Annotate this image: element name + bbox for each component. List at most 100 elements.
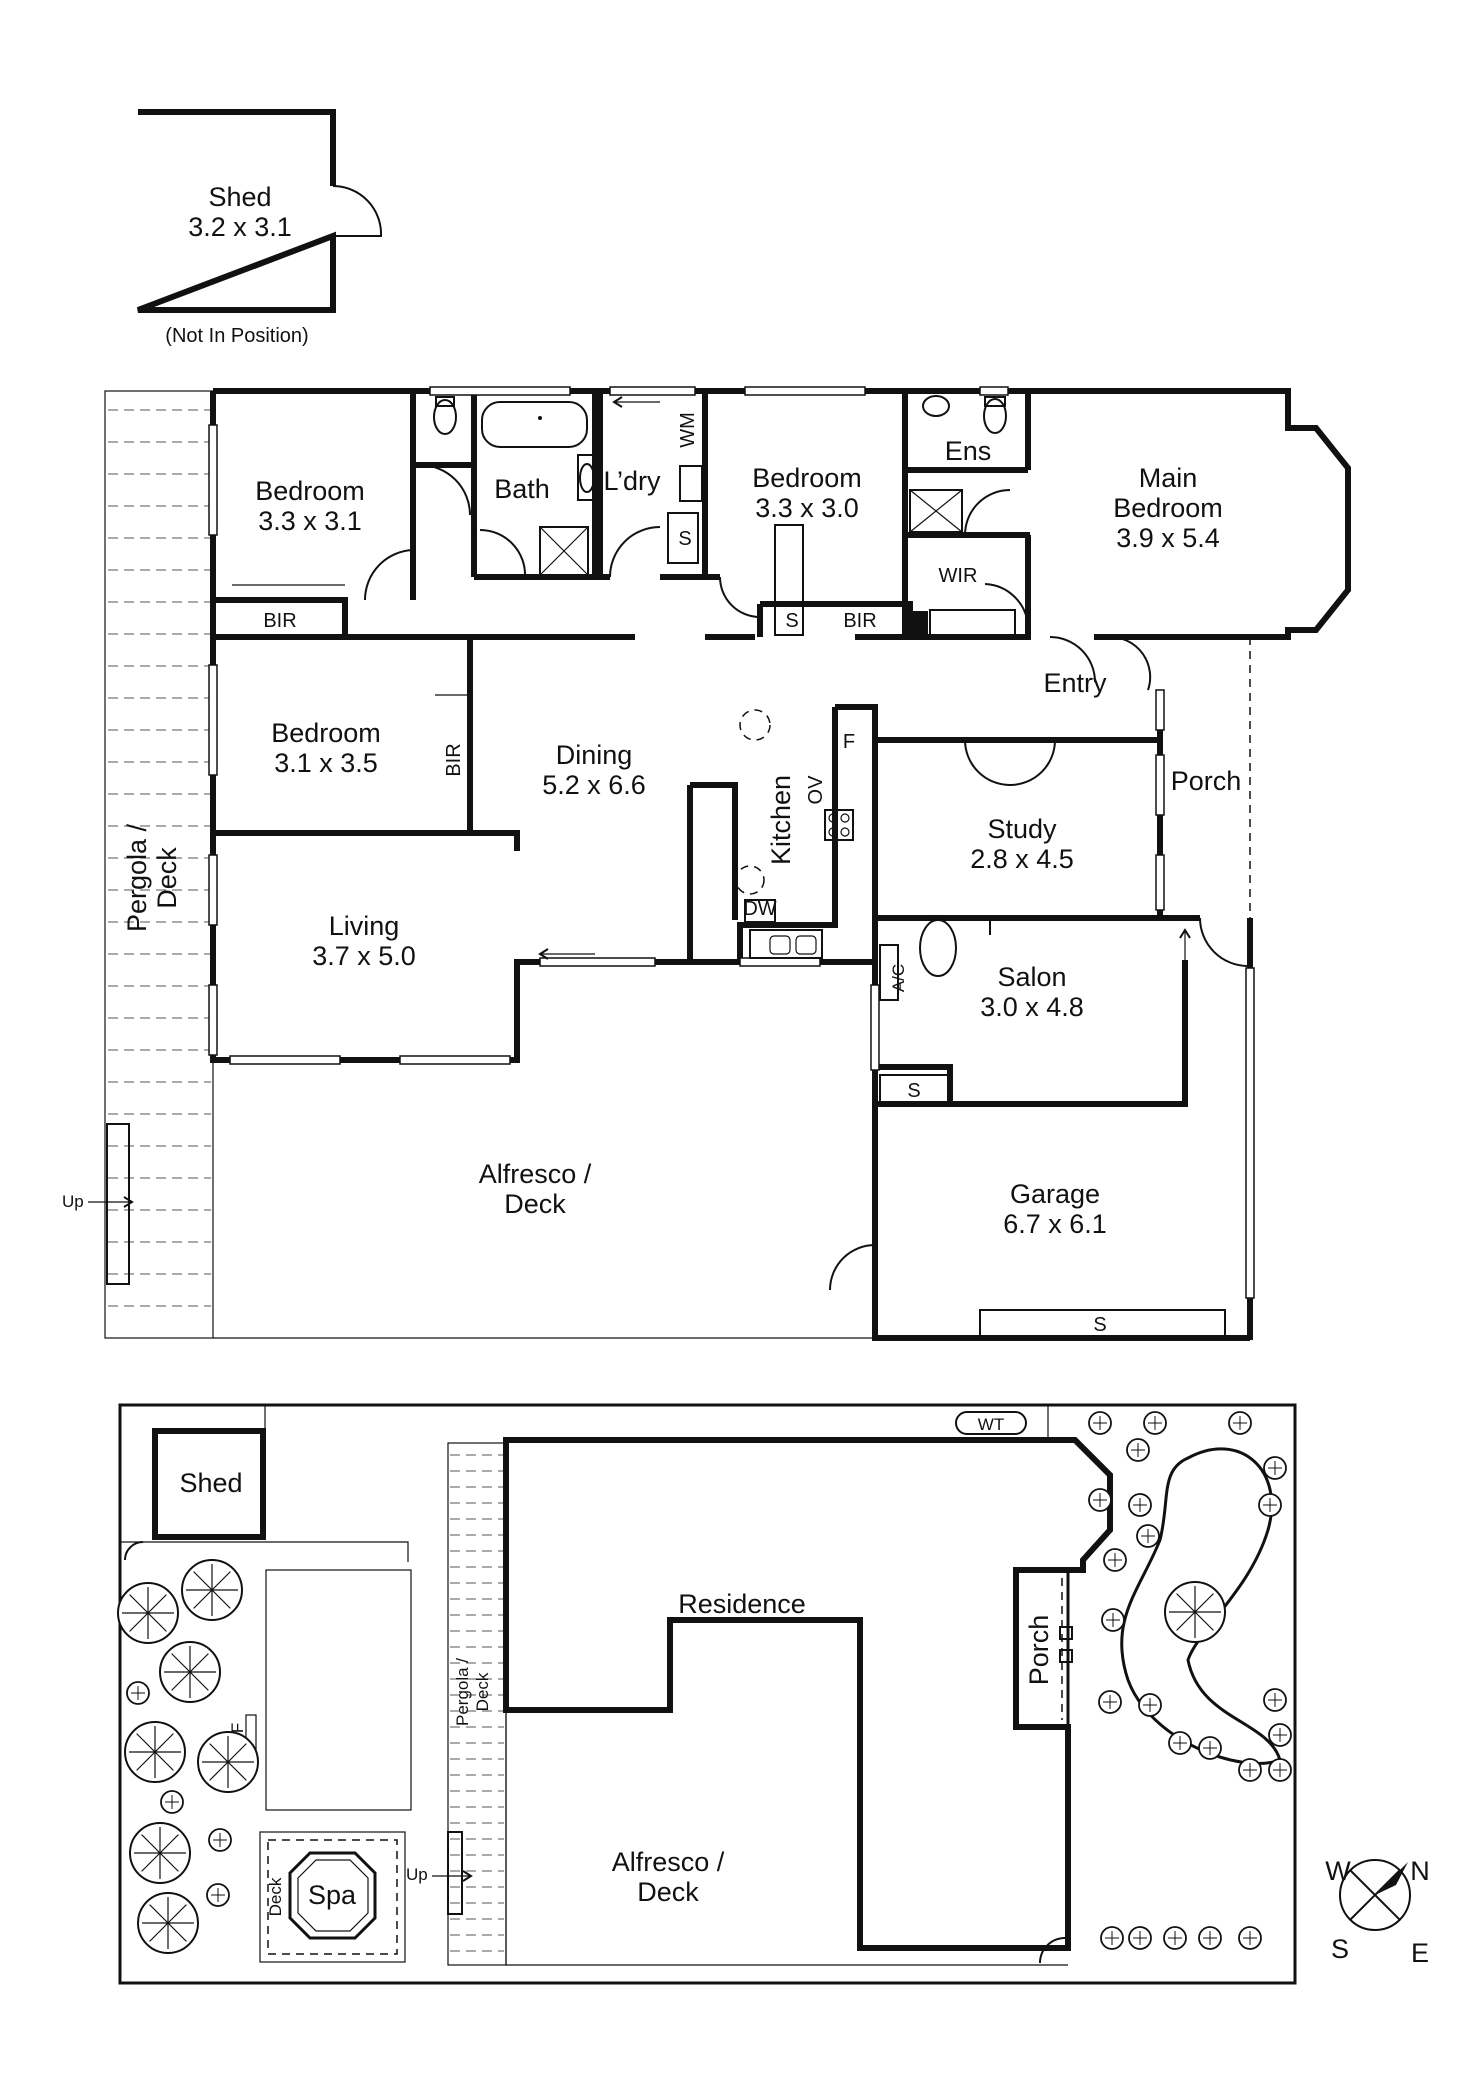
tree-icon — [124, 1721, 186, 1783]
alfresco-label-1: Alfresco / — [479, 1159, 592, 1189]
laundry-wm: WM — [677, 412, 699, 448]
shrub-icon — [1103, 1548, 1127, 1572]
site-plan: Shed WF Spa Deck Up Pergola / Deck Resid… — [117, 1403, 1297, 1985]
shrub-icon — [1258, 1493, 1282, 1517]
bir-w-name: BIR — [443, 743, 465, 776]
compass-e: E — [1411, 1938, 1429, 1968]
garden-trees — [117, 1411, 1292, 1954]
up-label: Up — [62, 1192, 84, 1211]
tree-branch — [149, 1922, 169, 1942]
tree-branch — [154, 1733, 174, 1753]
tree-branch — [1176, 1593, 1196, 1613]
living-size: 3.7 x 5.0 — [312, 941, 416, 971]
kitchen-name: Kitchen — [766, 775, 796, 865]
shrub-icon — [1238, 1926, 1262, 1950]
tree-branch — [193, 1589, 213, 1609]
site-spa-label: Spa — [308, 1880, 357, 1910]
salon-ac: A/C — [889, 964, 908, 992]
study-size: 2.8 x 4.5 — [970, 844, 1074, 874]
shrub-icon — [1100, 1926, 1124, 1950]
shrub-icon — [208, 1828, 232, 1852]
shrub-icon — [1198, 1736, 1222, 1760]
shrub-icon — [206, 1883, 230, 1907]
tree-branch — [1176, 1611, 1196, 1631]
bir-n-name: BIR — [843, 610, 876, 632]
shrub-icon — [1088, 1488, 1112, 1512]
tree-branch — [193, 1571, 213, 1591]
shed-size: 3.2 x 3.1 — [188, 212, 292, 242]
shrub-icon — [1268, 1723, 1292, 1747]
kitchen-dw: DW — [743, 898, 776, 920]
site-pergola-label-2: Deck — [473, 1672, 492, 1711]
garage-size: 6.7 x 6.1 — [1003, 1209, 1107, 1239]
shrub-icon — [1263, 1456, 1287, 1480]
site-up-label: Up — [406, 1865, 428, 1884]
shrub-icon — [1128, 1926, 1152, 1950]
tree-branch — [129, 1612, 149, 1632]
tree-branch — [209, 1761, 229, 1781]
garage-s: S — [1093, 1314, 1106, 1336]
tree-branch — [136, 1751, 156, 1771]
tree-branch — [136, 1733, 156, 1753]
site-deck-boards — [450, 1454, 504, 1952]
tree-icon — [159, 1641, 221, 1703]
bedroom-nw-size: 3.3 x 3.1 — [258, 506, 362, 536]
compass-w: W — [1325, 1856, 1351, 1886]
salon-name: Salon — [997, 962, 1066, 992]
s-mid-name: S — [785, 610, 798, 632]
shrub-icon — [1101, 1608, 1125, 1632]
garage-name: Garage — [1010, 1179, 1100, 1209]
laundry-name: L’dry — [603, 466, 661, 496]
tree-branch — [227, 1743, 247, 1763]
ens-name: Ens — [945, 436, 992, 466]
tree-branch — [1194, 1611, 1214, 1631]
tree-icon — [1164, 1581, 1226, 1643]
windows — [208, 386, 1255, 1299]
bedroom-w-size: 3.1 x 3.5 — [274, 748, 378, 778]
bedroom-nw-name: Bedroom — [255, 476, 365, 506]
bir-nw-name: BIR — [263, 610, 296, 632]
study-name: Study — [987, 814, 1057, 844]
shrub-icon — [1098, 1690, 1122, 1714]
tree-branch — [189, 1671, 209, 1691]
entry-name: Entry — [1043, 668, 1107, 698]
pergola-deck: Pergola / Deck Up — [62, 390, 214, 1339]
shrub-icon — [1136, 1524, 1160, 1548]
shrub-icon — [1238, 1758, 1262, 1782]
dining-size: 5.2 x 6.6 — [542, 770, 646, 800]
bedroom-n-name: Bedroom — [752, 463, 862, 493]
shrub-icon — [1163, 1926, 1187, 1950]
site-alfresco-label-2: Deck — [637, 1877, 699, 1907]
tree-branch — [129, 1594, 149, 1614]
deck-boards — [108, 409, 211, 1307]
shrub-icon — [1126, 1438, 1150, 1462]
tree-branch — [189, 1653, 209, 1673]
dining-name: Dining — [556, 740, 633, 770]
tree-icon — [197, 1731, 259, 1793]
tree-branch — [149, 1904, 169, 1924]
door-swings — [363, 464, 1249, 1291]
tree-icon — [137, 1892, 199, 1954]
site-alfresco-label-1: Alfresco / — [612, 1847, 725, 1877]
tree-branch — [209, 1743, 229, 1763]
tree-branch — [147, 1594, 167, 1614]
shrub-icon — [1143, 1411, 1167, 1435]
site-porch-label: Porch — [1024, 1615, 1054, 1686]
porch-name: Porch — [1171, 766, 1242, 796]
laundry-s: S — [678, 528, 691, 550]
tree-icon — [117, 1582, 179, 1644]
site-pergola-label-1: Pergola / — [453, 1658, 472, 1726]
kitchen-f: F — [843, 731, 855, 753]
shrub-icon — [126, 1681, 150, 1705]
bedroom-n-size: 3.3 x 3.0 — [755, 493, 859, 523]
tree-branch — [147, 1612, 167, 1632]
tree-branch — [227, 1761, 247, 1781]
salon-size: 3.0 x 4.8 — [980, 992, 1084, 1022]
compass-s: S — [1331, 1934, 1349, 1964]
shrub-icon — [1228, 1411, 1252, 1435]
bedroom-w-name: Bedroom — [271, 718, 381, 748]
shrub-icon — [1198, 1926, 1222, 1950]
shrub-icon — [1168, 1731, 1192, 1755]
tree-branch — [141, 1852, 161, 1872]
